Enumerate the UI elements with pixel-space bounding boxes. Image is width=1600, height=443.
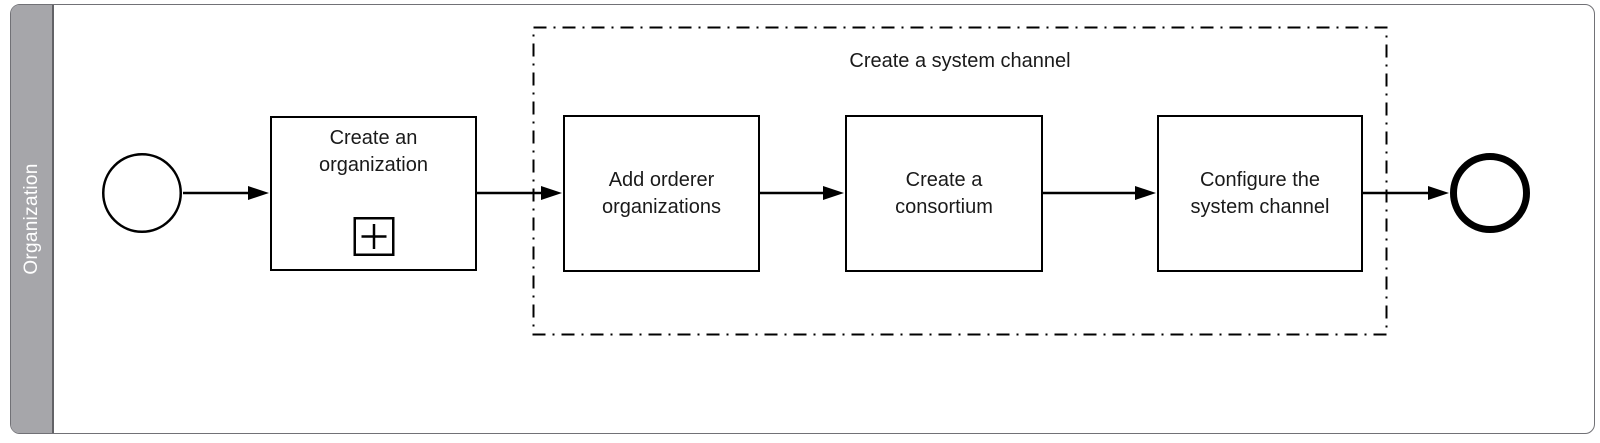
- task-label: Configure the system channel: [1190, 168, 1330, 218]
- task-create-consortium[interactable]: Create a consortium: [845, 115, 1043, 272]
- task-create-organization[interactable]: Create an organization: [270, 116, 477, 271]
- subprocess-plus-icon: [353, 217, 394, 256]
- task-label: Create an organization: [319, 127, 428, 176]
- arrowhead-icon: [1135, 186, 1156, 200]
- arrowhead-icon: [1428, 186, 1449, 200]
- sequence-flow-configure-to-end: [1363, 186, 1449, 200]
- sequence-flow-create-org-to-add-orderer: [477, 186, 562, 200]
- group-title: Create a system channel: [849, 50, 1071, 72]
- arrowhead-icon: [248, 186, 269, 200]
- start-event[interactable]: [102, 153, 182, 233]
- arrowhead-icon: [823, 186, 844, 200]
- task-label: Add orderer organizations: [602, 168, 721, 218]
- group-boundary: [532, 26, 1388, 336]
- sequence-flow-add-orderer-to-consortium: [760, 186, 844, 200]
- sequence-flow-start-to-create-org: [183, 186, 269, 200]
- end-event[interactable]: [1450, 153, 1530, 233]
- lane-header: Organization: [11, 5, 54, 433]
- arrowhead-icon: [541, 186, 562, 200]
- task-configure-system-channel[interactable]: Configure the system channel: [1157, 115, 1363, 272]
- sequence-flow-consortium-to-configure: [1043, 186, 1156, 200]
- task-label: Create a consortium: [895, 168, 993, 218]
- task-add-orderer-organizations[interactable]: Add orderer organizations: [563, 115, 760, 272]
